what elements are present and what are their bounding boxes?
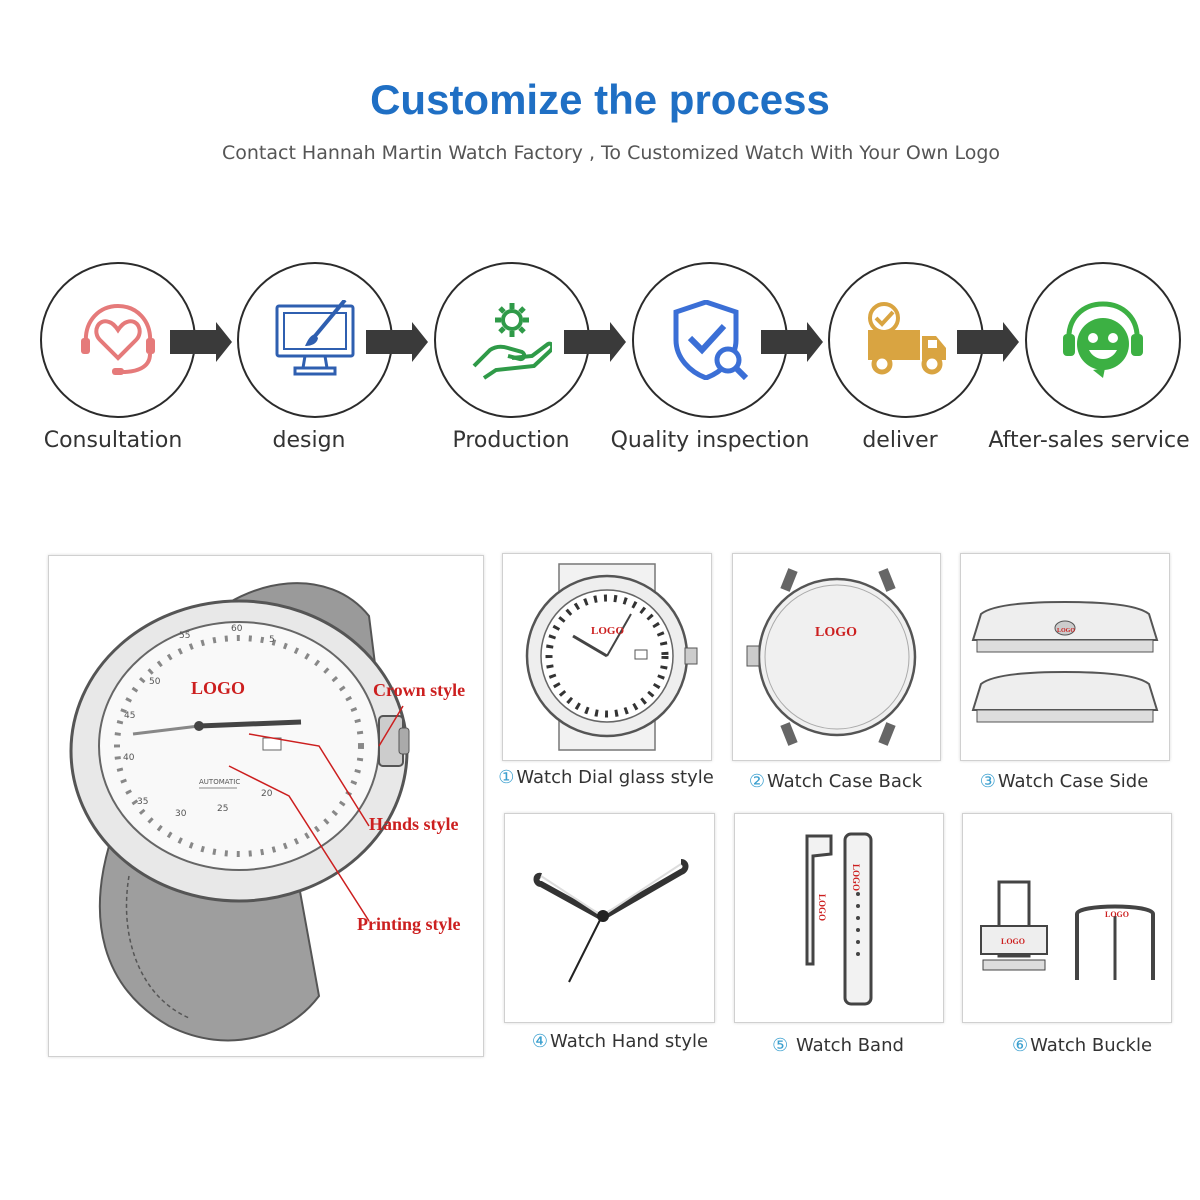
- step-label-after-sales-service: After-sales service: [988, 428, 1190, 453]
- watch-buckle-illustration: LOGO LOGO: [980, 880, 1155, 980]
- option-case-back-panel: LOGO: [732, 553, 941, 761]
- watch-hands-illustration: [533, 859, 689, 983]
- page-subtitle: Contact Hannah Martin Watch Factory , To…: [221, 142, 1001, 164]
- dial-glass-illustration: LOGO: [525, 563, 698, 751]
- page-title: Customize the process: [370, 76, 830, 123]
- caption-band: ⑤ Watch Band: [772, 1035, 904, 1056]
- case-side-illustration: LOGO: [971, 600, 1159, 723]
- buckle-logo: LOGO: [1001, 937, 1025, 946]
- callout-printing-style: Printing style: [357, 914, 461, 934]
- watch-illustration: 55 60 5 50 45 40 35 30 25 20 LOGO AUTOMATIC: [69, 582, 410, 1042]
- gear-hand-icon: [472, 303, 552, 380]
- shield-check-icon: [673, 300, 749, 380]
- callout-crown-style: Crown style: [373, 680, 466, 700]
- svg-text:AUTOMATIC: AUTOMATIC: [199, 778, 240, 786]
- svg-text:50: 50: [149, 677, 161, 687]
- svg-text:55: 55: [179, 631, 190, 641]
- buckle-logo: LOGO: [1105, 910, 1129, 919]
- step-label-production: Production: [452, 428, 570, 453]
- main-watch-panel: 55 60 5 50 45 40 35 30 25 20 LOGO AUTOMATIC Cr…: [48, 555, 484, 1057]
- smiley-headset-icon: [1063, 301, 1143, 378]
- arrow-icon: [761, 322, 823, 362]
- arrow-icon: [957, 322, 1019, 362]
- arrow-icon: [564, 322, 626, 362]
- svg-text:30: 30: [175, 809, 187, 819]
- delivery-truck-icon: [868, 302, 946, 375]
- step-label-quality-inspection: Quality inspection: [610, 428, 810, 453]
- svg-text:60: 60: [231, 624, 243, 634]
- step-label-deliver: deliver: [862, 428, 938, 453]
- svg-text:40: 40: [123, 753, 135, 763]
- option-dial-glass-panel: LOGO: [502, 553, 712, 761]
- band-logo: LOGO: [851, 864, 861, 891]
- dial-logo: LOGO: [591, 625, 624, 637]
- callout-hands-style: Hands style: [369, 814, 459, 834]
- case-back-illustration: LOGO: [746, 568, 917, 746]
- step-label-design: design: [272, 428, 346, 453]
- option-band-panel: LOGO LOGO: [734, 813, 944, 1023]
- step-label-consultation: Consultation: [43, 428, 183, 453]
- headset-heart-icon: [81, 303, 155, 375]
- option-case-side-panel: LOGO: [960, 553, 1170, 761]
- band-logo: LOGO: [817, 894, 827, 921]
- case-back-logo: LOGO: [815, 625, 857, 640]
- svg-text:45: 45: [124, 711, 135, 721]
- arrow-icon: [170, 322, 232, 362]
- svg-text:5: 5: [269, 635, 275, 645]
- case-side-logo: LOGO: [1057, 628, 1075, 634]
- watch-band-illustration: LOGO LOGO: [805, 832, 873, 1006]
- step-after-sales-service: [1025, 262, 1181, 418]
- monitor-brush-icon: [275, 300, 355, 376]
- dial-logo: LOGO: [191, 678, 245, 698]
- svg-text:35: 35: [137, 797, 148, 807]
- svg-text:25: 25: [217, 804, 228, 814]
- svg-text:20: 20: [261, 789, 273, 799]
- option-buckle-panel: LOGO LOGO: [962, 813, 1172, 1023]
- option-hand-style-panel: [504, 813, 715, 1023]
- arrow-icon: [366, 322, 428, 362]
- step-circle: [1025, 262, 1181, 418]
